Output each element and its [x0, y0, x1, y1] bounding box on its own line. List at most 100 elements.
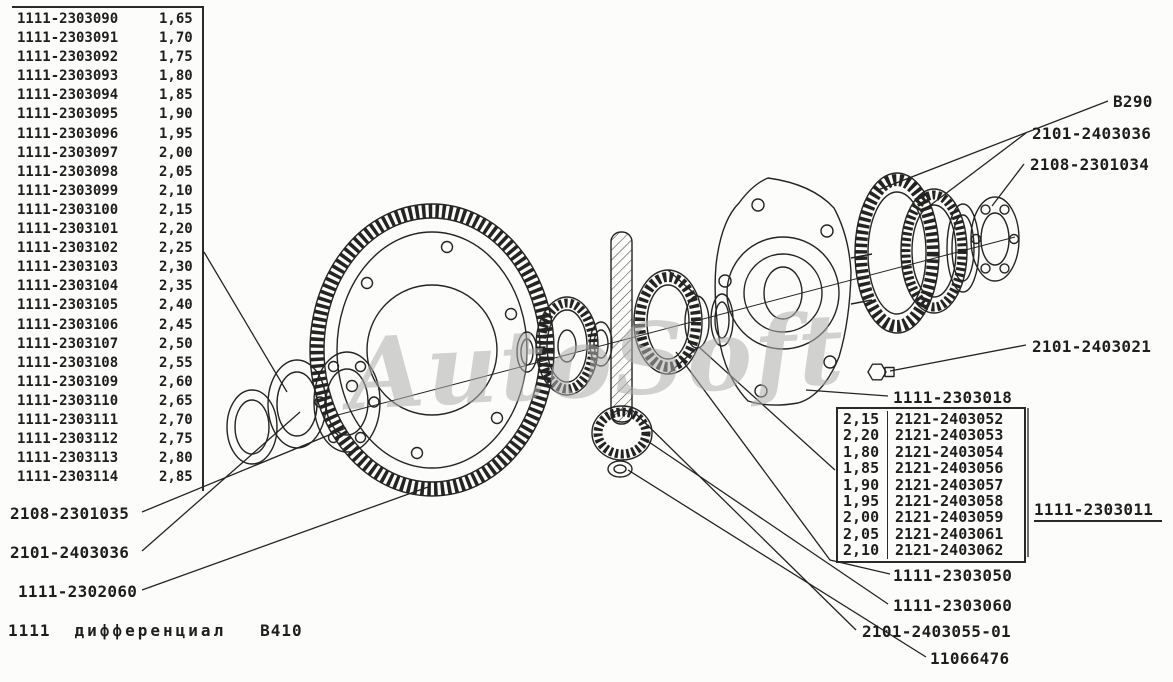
- shim-list-row: 1111-2303094 1,85: [17, 86, 202, 105]
- part-number: 1111-2303104: [17, 278, 119, 295]
- washer-thickness: 2,05: [843, 524, 880, 543]
- bolt-drawing: [867, 363, 895, 381]
- shim-thickness: 1,95: [159, 125, 193, 142]
- washer-thickness: 1,85: [843, 459, 880, 478]
- callout-washer-11066476: 11066476: [930, 649, 1010, 668]
- shim-list-row: 1111-2303101 2,20: [17, 220, 202, 239]
- washer-thickness: 1,90: [843, 475, 880, 494]
- shim-list-row: 1111-2303093 1,80: [17, 67, 202, 86]
- shim-list-row: 1111-2303091 1,70: [17, 29, 202, 48]
- shim-list-row: 1111-2303104 2,35: [17, 277, 202, 296]
- figure-group-code: 1111: [8, 621, 51, 640]
- washer-table-row: 1,85 2121-2403056: [843, 459, 1020, 478]
- part-number: 1111-2303098: [17, 163, 119, 180]
- figure-number: B410: [260, 621, 303, 640]
- callout-bearing-2101-2403036: 2101-2403036: [1032, 124, 1152, 143]
- part-number: 2121-2403054: [887, 443, 1003, 460]
- part-number: 1111-2303095: [17, 106, 119, 123]
- callout-gear-1111-2302060: 1111-2302060: [18, 582, 138, 601]
- center-axis-line: [329, 236, 1016, 418]
- shim-list-row: 1111-2303114 2,85: [17, 468, 202, 487]
- figure-title: 1111 дифференциал B410: [8, 621, 303, 640]
- drive-gear-stack-drawing: [854, 172, 980, 334]
- shim-thickness: 1,65: [159, 11, 193, 27]
- washer-table-row: 1,90 2121-2403057: [843, 475, 1020, 494]
- part-number: 1111-2303113: [17, 450, 119, 467]
- callout-gear-1111-2303060: 1111-2303060: [893, 596, 1013, 615]
- shim-list-row: 1111-2303090 1,65: [17, 10, 202, 29]
- shim-thickness: 2,75: [159, 431, 193, 448]
- washer-table-row: 2,20 2121-2403053: [843, 426, 1020, 445]
- shim-thickness: 1,85: [159, 87, 193, 104]
- part-number: 1111-2303110: [17, 392, 119, 409]
- part-number: 1111-2303103: [17, 259, 119, 276]
- part-number: 1111-2303096: [17, 125, 119, 142]
- washer-thickness: 2,20: [843, 426, 880, 445]
- shim-list-row: 1111-2303099 2,10: [17, 182, 202, 201]
- part-number: 1111-2303109: [17, 373, 119, 390]
- part-number: 1111-2303099: [17, 182, 119, 199]
- shim-list: 1111-2303090 1,65 1111-2303091 1,70 1111…: [12, 6, 204, 492]
- callout-bolt-2101-2403021: 2101-2403021: [1032, 337, 1152, 356]
- part-number: 1111-2303106: [17, 316, 119, 333]
- part-number: 1111-2303101: [17, 221, 119, 238]
- shim-thickness: 2,60: [159, 373, 193, 390]
- callout-bearing-2108-2301034: 2108-2301034: [1030, 155, 1150, 174]
- shim-thickness: 2,40: [159, 297, 193, 314]
- part-number: 2121-2403058: [887, 493, 1003, 509]
- part-number: 1111-2303092: [17, 49, 119, 66]
- shim-list-row: 1111-2303109 2,60: [17, 373, 202, 392]
- lower-bevel-gear-drawing: [591, 405, 653, 461]
- callout-bearing-left-2101-2403036: 2101-2403036: [10, 543, 130, 562]
- shim-thickness: 2,80: [159, 450, 193, 467]
- washer-thickness: 2,10: [843, 541, 880, 560]
- shim-thickness: 2,65: [159, 392, 193, 409]
- callout-group-1111-2303011: 1111-2303011: [1034, 500, 1162, 522]
- part-number: 1111-2303108: [17, 354, 119, 371]
- callout-case-1111-2303018: 1111-2303018: [893, 388, 1013, 407]
- shim-list-row: 1111-2303112 2,75: [17, 430, 202, 449]
- shim-list-row: 1111-2303105 2,40: [17, 296, 202, 315]
- shim-thickness: 1,70: [159, 30, 193, 47]
- callout-gear-1111-2303050: 1111-2303050: [893, 566, 1013, 585]
- shim-thickness: 2,15: [159, 201, 193, 218]
- part-number: 2121-2403061: [887, 525, 1003, 542]
- part-number: 1111-2303107: [17, 335, 119, 352]
- shim-thickness: 1,80: [159, 68, 193, 85]
- shim-thickness: 2,35: [159, 278, 193, 295]
- washer-table-row: 2,05 2121-2403061: [843, 524, 1020, 543]
- callout-axle-2101-2403055-01: 2101-2403055-01: [862, 622, 1011, 641]
- shim-list-row: 1111-2303107 2,50: [17, 335, 202, 354]
- part-number: 1111-2303097: [17, 144, 119, 161]
- shim-thickness: 2,85: [159, 469, 193, 486]
- washer-table-row: 2,00 2121-2403059: [843, 509, 1020, 526]
- pinion-shaft-drawing: [610, 231, 633, 425]
- assembly-parts: [226, 172, 1020, 497]
- washer-thickness: 1,95: [843, 492, 880, 511]
- washer-table: 2,15 2121-2403052 2,20 2121-2403053 1,80…: [836, 407, 1026, 563]
- shim-thickness: 2,30: [159, 259, 193, 276]
- part-number: 1111-2303091: [17, 30, 119, 47]
- part-number: 1111-2303102: [17, 240, 119, 257]
- washer-table-row: 1,95 2121-2403058: [843, 492, 1020, 511]
- figure-name: дифференциал: [74, 621, 227, 640]
- shim-list-row: 1111-2303110 2,65: [17, 392, 202, 411]
- part-number: 1111-2303093: [17, 68, 119, 85]
- spacer-washer: [516, 331, 538, 373]
- thrust-washer: [710, 293, 734, 347]
- shim-list-row: 1111-2303102 2,25: [17, 239, 202, 258]
- shim-thickness: 1,75: [159, 49, 193, 66]
- shim-list-row: 1111-2303097 2,00: [17, 144, 202, 163]
- shim-list-row: 1111-2303108 2,55: [17, 354, 202, 373]
- part-number: 1111-2303094: [17, 87, 119, 104]
- part-number: 1111-2303114: [17, 469, 119, 486]
- shim-list-row: 1111-2303092 1,75: [17, 48, 202, 67]
- shim-thickness: 2,55: [159, 354, 193, 371]
- shim-list-row: 1111-2303111 2,70: [17, 411, 202, 430]
- washer-table-row: 1,80 2121-2403054: [843, 443, 1020, 460]
- callout-bearing-2108-2301035: 2108-2301035: [10, 504, 130, 523]
- part-number: 2121-2403052: [887, 411, 1003, 427]
- part-number: 1111-2303105: [17, 297, 119, 314]
- callout-b290: B290: [1113, 92, 1153, 111]
